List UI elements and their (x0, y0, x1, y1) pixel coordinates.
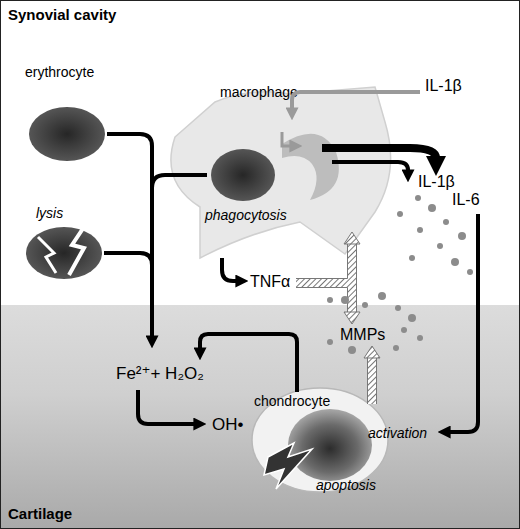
phagocytosed-erythrocyte: phagocytosis (205, 145, 285, 235)
molecule-dot (378, 292, 386, 300)
macrophage-body (171, 87, 391, 258)
cytokine-label: IL-6 (452, 190, 480, 209)
enzyme-label: MMPs (340, 325, 385, 344)
molecule-dot (417, 227, 423, 233)
flow-arrow (152, 175, 207, 188)
erythrocyte-body (211, 149, 275, 201)
flow-arrow (448, 214, 478, 432)
flow-arrow (104, 253, 152, 265)
hatched-outline (296, 244, 377, 404)
erythrocyte-body (29, 107, 105, 161)
hatched-arrow (296, 244, 372, 404)
molecule-dot (397, 211, 403, 217)
node-text: chondrocyte (254, 393, 330, 410)
flow-arrow (200, 334, 297, 392)
flow-arrow (332, 162, 408, 172)
node-text: erythrocyte (25, 64, 94, 81)
node-text: Cartilage (8, 505, 72, 522)
feedback-arrow (282, 132, 292, 146)
molecule-dot (443, 219, 449, 225)
node-text: lysis (36, 205, 63, 222)
cytokine-label: TNFα (250, 272, 290, 291)
apoptosis-bolt (264, 443, 312, 489)
cytokine-label: IL-1β (418, 172, 455, 191)
molecule-dot (362, 302, 368, 308)
erythrocyte-cell: erythrocyte (25, 64, 120, 169)
radical-label: OH• (212, 415, 243, 434)
molecule-dot (393, 345, 399, 351)
hatched-head (364, 346, 380, 358)
process-label: activation (368, 424, 427, 443)
flow-arrow (222, 258, 238, 281)
feedback-arrow (292, 92, 420, 110)
molecule-dot (327, 297, 333, 303)
molecule-dot (395, 305, 401, 311)
flow-arrow (138, 390, 196, 424)
lysis-crack (38, 237, 56, 273)
flow-arrow (107, 134, 152, 338)
node-text: apoptosis (316, 477, 376, 494)
lysis-crack (69, 227, 84, 275)
node-text: phagocytosis (205, 207, 287, 224)
hatched-head (344, 312, 360, 324)
cytokine-label: IL-1β (425, 76, 462, 95)
synovial-band: Synovial cavity erythrocyte lysis macrophag… (0, 0, 520, 305)
molecule-dot (327, 339, 333, 345)
secretion-arrow (322, 148, 436, 160)
molecule-dot (341, 296, 349, 304)
molecule-dot (408, 314, 416, 322)
reactant-label: Fe²⁺+ H₂O₂ (116, 364, 204, 383)
molecule-dot (467, 269, 473, 275)
molecule-dot (401, 327, 407, 333)
chondrocyte-nucleus (288, 409, 372, 481)
molecule-dot (458, 232, 466, 240)
node-text: macrophage (220, 84, 298, 101)
molecule-dot (348, 346, 356, 354)
cartilage-band: Cartilage chondrocyte apoptosis (0, 305, 520, 529)
macrophage-cell: macrophage phagocytosis (160, 82, 400, 262)
hatched-head (344, 232, 360, 244)
molecule-dot (451, 258, 459, 266)
node-text: Synovial cavity (8, 6, 116, 23)
lysed-erythrocyte: lysis (22, 205, 112, 285)
molecule-dot (415, 195, 421, 201)
molecule-dot (437, 243, 443, 249)
macrophage-nucleus (282, 134, 339, 200)
node-outline (160, 82, 400, 262)
molecule-dot (428, 204, 436, 212)
molecule-dot (409, 255, 415, 261)
molecule-dot (417, 335, 423, 341)
erythrocyte-body (26, 227, 102, 279)
node-outline (22, 205, 112, 285)
